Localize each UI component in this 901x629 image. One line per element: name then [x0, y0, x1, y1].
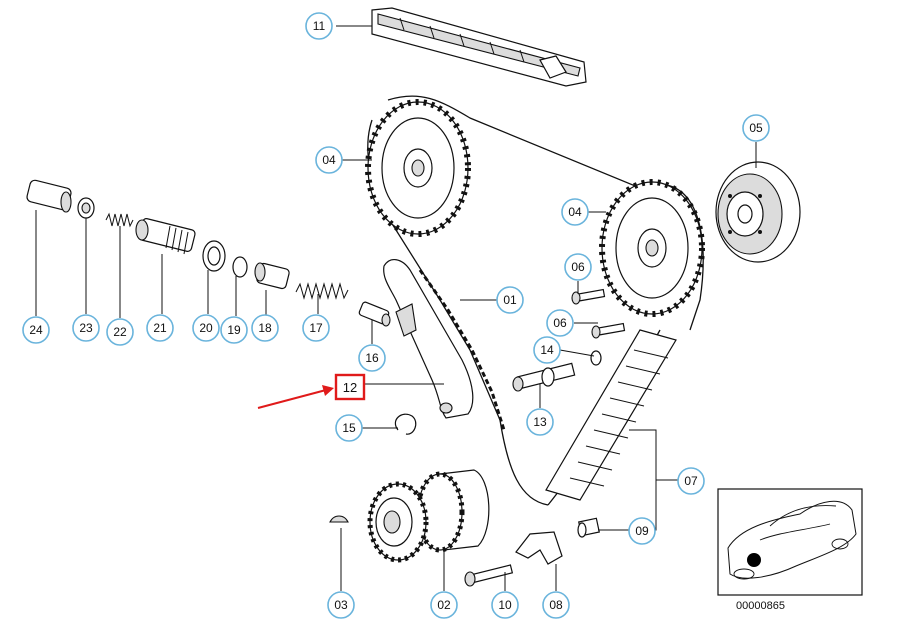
callout-label: 15	[342, 421, 356, 435]
spring-17	[295, 282, 349, 300]
callout-label: 02	[437, 598, 451, 612]
callout-label: 09	[635, 524, 649, 538]
callout-label: 03	[334, 598, 348, 612]
callout-label: 16	[365, 351, 379, 365]
callout-06-lower[interactable]: 06	[546, 309, 574, 337]
bolt-upper	[571, 288, 606, 305]
callout-label: 08	[549, 598, 563, 612]
thumbnail-code: 00000865	[736, 600, 785, 612]
sleeve	[577, 517, 600, 538]
callout-16[interactable]: 16	[358, 344, 386, 372]
callout-03[interactable]: 03	[327, 591, 355, 619]
callout-24[interactable]: 24	[22, 316, 50, 344]
callout-10[interactable]: 10	[491, 591, 519, 619]
callout-label: 04	[322, 153, 336, 167]
callout-12-label: 12	[343, 380, 357, 395]
camshaft-sprocket-left	[365, 99, 471, 237]
callout-11[interactable]: 11	[305, 12, 333, 40]
ring-19	[232, 256, 248, 278]
callout-label: 23	[79, 321, 93, 335]
tensioner-piston	[358, 301, 391, 327]
bolt-middle	[591, 322, 626, 339]
callout-02[interactable]: 02	[430, 591, 458, 619]
callout-06-upper[interactable]: 06	[564, 253, 592, 281]
tensioner-rail	[383, 259, 474, 419]
callout-label: 22	[113, 325, 127, 339]
callout-label: 07	[684, 474, 698, 488]
callout-17[interactable]: 17	[302, 314, 330, 342]
callout-label: 06	[553, 316, 567, 330]
callout-19[interactable]: 19	[220, 316, 248, 344]
callout-label: 01	[503, 293, 517, 307]
callout-label: 06	[571, 260, 585, 274]
sleeve-18	[254, 262, 290, 290]
engine-location-dot	[747, 553, 761, 567]
callout-07[interactable]: 07	[677, 467, 705, 495]
woodruff-key	[329, 515, 349, 523]
bracket	[515, 531, 563, 565]
callout-08[interactable]: 08	[542, 591, 570, 619]
bolt-long	[464, 564, 514, 587]
callout-label: 13	[533, 415, 547, 429]
callout-label: 11	[313, 19, 326, 33]
callout-label: 24	[29, 323, 43, 337]
callout-label: 05	[749, 121, 763, 135]
callout-label: 10	[498, 598, 512, 612]
callout-01[interactable]: 01	[496, 286, 524, 314]
vane-hub-disc	[715, 161, 801, 263]
callout-label: 19	[227, 323, 241, 337]
callout-18[interactable]: 18	[251, 314, 279, 342]
callout-20[interactable]: 20	[192, 314, 220, 342]
callout-22[interactable]: 22	[106, 318, 134, 346]
sealing-ring-20	[202, 240, 226, 272]
highlight-arrow	[257, 385, 334, 409]
crankshaft-sprocket	[367, 469, 490, 563]
callout-12-highlighted[interactable]: 12	[334, 373, 366, 401]
callout-23[interactable]: 23	[72, 314, 100, 342]
callout-04-left[interactable]: 04	[315, 146, 343, 174]
upper-guide-rail	[371, 7, 587, 87]
callout-label: 14	[540, 343, 554, 357]
pivot-pin	[512, 362, 576, 392]
callout-04-right[interactable]: 04	[561, 198, 589, 226]
tensioner-body-21	[135, 218, 196, 255]
camshaft-sprocket-right	[599, 179, 705, 317]
car-thumbnail: 00000865	[717, 488, 863, 612]
callout-21[interactable]: 21	[146, 314, 174, 342]
callout-label: 21	[153, 321, 167, 335]
callout-14[interactable]: 14	[533, 336, 561, 364]
callout-label: 04	[568, 205, 582, 219]
circlip	[394, 413, 417, 435]
chain-guide-right	[545, 329, 677, 501]
spring-22	[105, 212, 134, 228]
callout-label: 18	[258, 321, 272, 335]
callout-05[interactable]: 05	[742, 114, 770, 142]
callout-label: 20	[199, 321, 213, 335]
callout-13[interactable]: 13	[526, 408, 554, 436]
callout-15[interactable]: 15	[335, 414, 363, 442]
callout-label: 17	[309, 321, 323, 335]
sleeve-24	[26, 179, 72, 213]
cap-23	[77, 197, 95, 219]
callout-09[interactable]: 09	[628, 517, 656, 545]
washer	[590, 350, 602, 366]
